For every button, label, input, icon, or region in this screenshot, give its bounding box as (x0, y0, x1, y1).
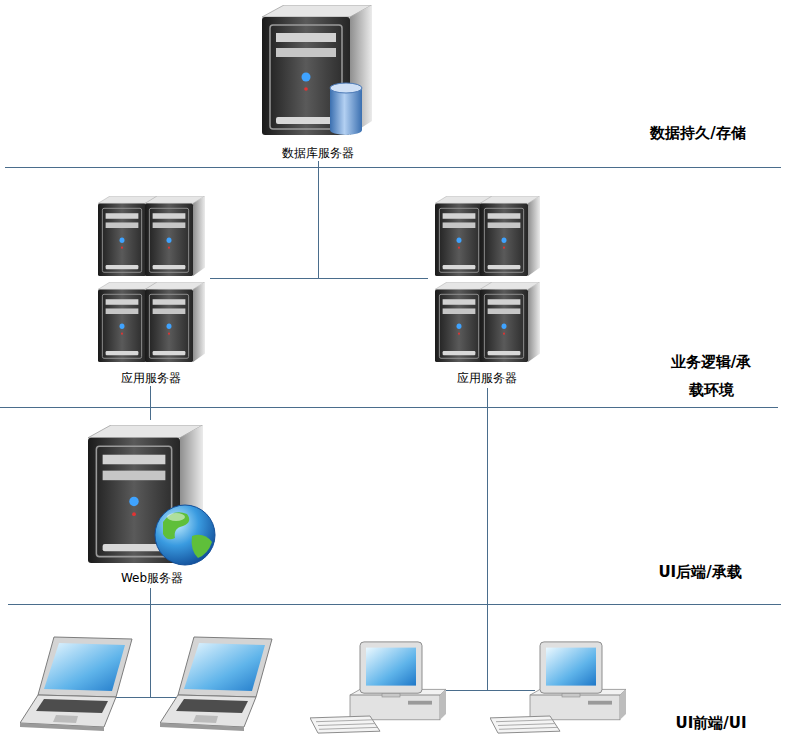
server-node: 应用服务器 (428, 190, 546, 386)
web-server-icon (88, 425, 215, 565)
network-link (150, 386, 151, 420)
globe-land (192, 535, 212, 558)
separator-line (5, 167, 781, 168)
client-devices (20, 637, 626, 733)
tier-label: 数据持久/存储 (638, 119, 758, 147)
wire (440, 690, 535, 691)
server-node: 应用服务器 (92, 190, 210, 386)
database-cylinder (330, 83, 362, 93)
tier-separators (0, 168, 781, 605)
server-tower (145, 196, 205, 276)
server-tower (480, 196, 540, 276)
node-label: 应用服务器 (119, 371, 183, 386)
desktop-icon (490, 642, 626, 733)
database-cylinder (330, 125, 362, 135)
node-label: Web服务器 (119, 571, 185, 586)
laptop-icon (160, 637, 272, 731)
separator-line (8, 604, 781, 605)
separator-line (0, 407, 778, 408)
wire (150, 588, 151, 698)
laptop-icon (20, 637, 132, 731)
tier-label: UI后端/承载 (640, 558, 760, 586)
app-server-stack-icon (435, 196, 540, 362)
tier-label: UI前端/UI (651, 709, 771, 737)
server-tower (262, 5, 372, 135)
server-tower (145, 282, 205, 362)
globe (155, 505, 215, 565)
node-label: 应用服务器 (455, 371, 519, 386)
server-node: Web服务器 (82, 420, 222, 586)
globe-highlight (167, 513, 185, 521)
server-tower (480, 282, 540, 362)
desktop-icon (310, 642, 446, 733)
globe-land (163, 512, 189, 539)
app-server-stack-icon (98, 196, 205, 362)
server-node: 数据库服务器 (255, 3, 381, 161)
node-label: 数据库服务器 (280, 146, 356, 161)
wire (487, 388, 488, 691)
network-link (319, 161, 429, 279)
database-server-icon (262, 5, 372, 135)
database-cylinder (330, 88, 362, 130)
network-link (210, 161, 319, 279)
tier-label: 业务逻辑/承载环境 (666, 348, 756, 404)
